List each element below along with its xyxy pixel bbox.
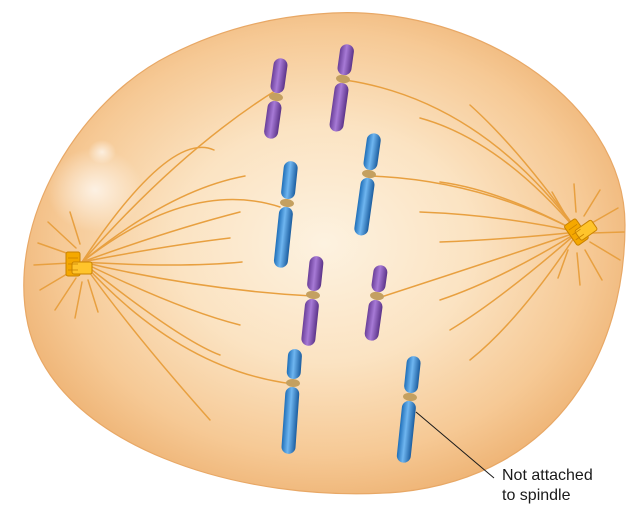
light-glare-small	[88, 140, 116, 164]
callout-label-line-1: Not attached	[502, 467, 593, 484]
callout-label-line-2: to spindle	[502, 487, 571, 504]
cell-membrane	[24, 13, 625, 494]
callout-label: Not attached to spindle	[502, 467, 597, 504]
